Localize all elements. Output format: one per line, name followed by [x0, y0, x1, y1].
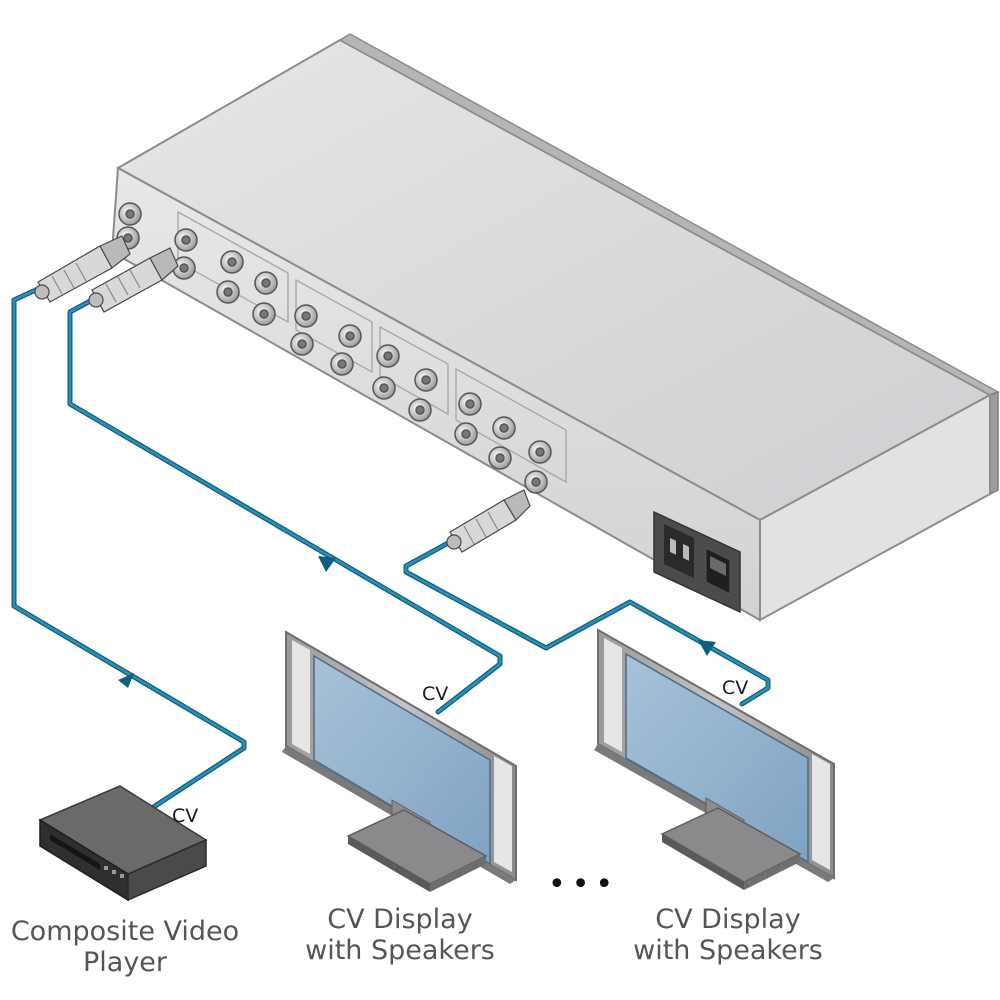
caption-display-1-line-2: with Speakers [305, 935, 495, 966]
cable-output-to-display-2 [403, 539, 771, 707]
cables [11, 285, 771, 811]
distribution-amplifier [110, 33, 1000, 622]
bnc-plug-output-1 [88, 247, 179, 313]
bnc-plug-output-2 [446, 489, 531, 553]
caption-display-1: CV Display with Speakers [290, 904, 510, 966]
chassis-right-side [989, 390, 999, 496]
bnc-connectors [116, 202, 552, 494]
arrow-up [118, 673, 134, 688]
bnc-plug-input [34, 235, 131, 303]
cable-label-player: CV [172, 805, 198, 827]
caption-display-2-line-1: CV Display [655, 904, 801, 935]
cable-output-to-display-1 [67, 297, 503, 715]
arrow-down [698, 640, 716, 656]
caption-player-line-2: Player [82, 947, 168, 978]
display-2 [594, 628, 835, 890]
caption-player-line-1: Composite Video [10, 916, 240, 947]
more-displays-ellipsis: ••• [548, 867, 619, 902]
caption-player: Composite Video Player [0, 916, 250, 978]
display-1 [282, 630, 517, 892]
caption-display-2: CV Display with Speakers [618, 904, 838, 966]
caption-display-1-line-1: CV Display [327, 904, 473, 935]
bnc-input-1 [118, 202, 142, 226]
cable-label-display-2: CV [722, 677, 748, 699]
display-screen [313, 654, 491, 866]
power-module [653, 510, 741, 614]
arrow-down [318, 556, 336, 572]
chassis-right-face [759, 393, 991, 622]
caption-display-2-line-2: with Speakers [633, 935, 823, 966]
dvd-player-icon [38, 785, 208, 902]
bnc-output [172, 228, 552, 494]
display-screen [625, 652, 809, 864]
cable-player-to-input [11, 285, 247, 811]
cable-label-display-1: CV [422, 683, 448, 705]
bnc-plugs [34, 235, 531, 553]
